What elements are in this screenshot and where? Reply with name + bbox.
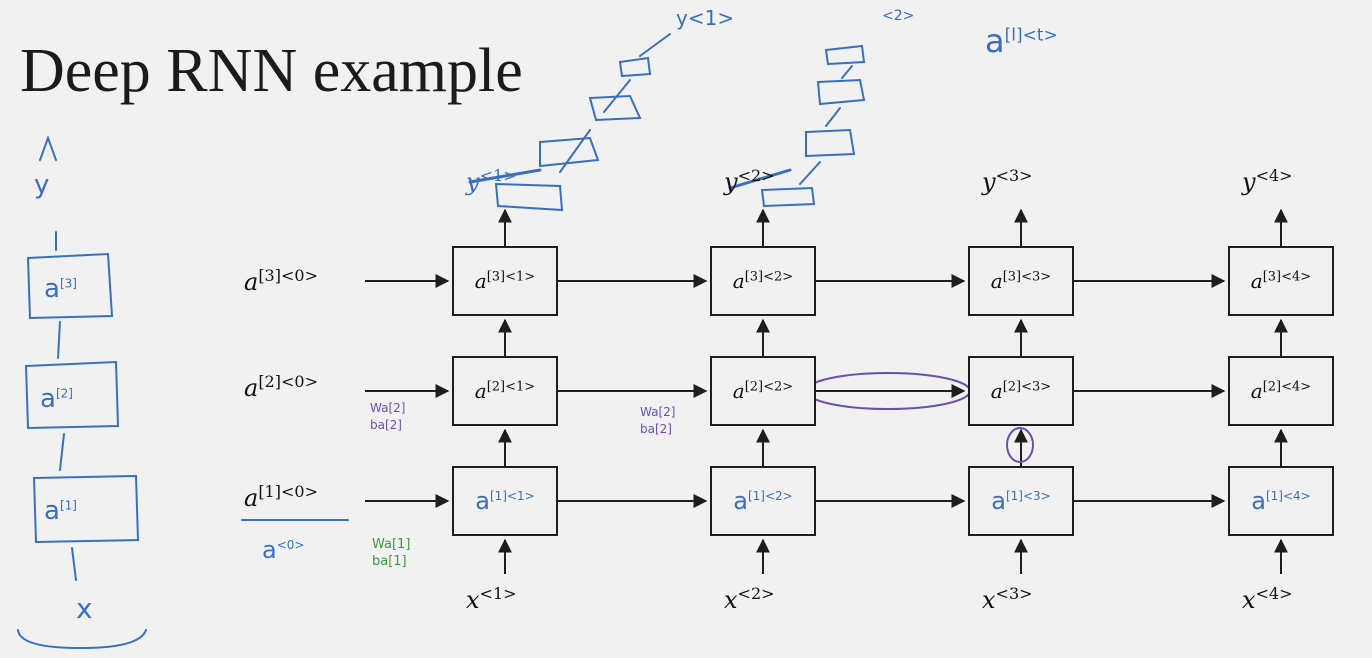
- rnn-cell-l2-t1: a[2]<1>: [452, 356, 558, 426]
- a0-annotation: a<0>: [262, 536, 305, 564]
- handwritten-arrows: [559, 33, 671, 173]
- rnn-cell-l2-t4: a[2]<4>: [1228, 356, 1334, 426]
- slide-title: Deep RNN example: [20, 37, 523, 105]
- output-y-t4: y<4>: [1242, 166, 1293, 196]
- notation-annotation: a[l]<t>: [985, 22, 1058, 60]
- cell-label: a[1]<1>: [475, 487, 535, 515]
- rnn-cell-l3-t3: a[3]<3>: [968, 246, 1074, 316]
- left-stack-a3: a[3]: [44, 274, 77, 304]
- rnn-cell-l1-t2: a[1]<2>: [710, 466, 816, 536]
- weights-l2-annotation-1: Wa[2] ba[2]: [370, 401, 406, 432]
- left-stack-x: x: [76, 592, 93, 625]
- left-stack-box: [26, 252, 114, 320]
- y1-handwritten: y<1>: [676, 6, 735, 30]
- left-stack-box: [24, 360, 120, 430]
- init-activation-layer1: a[1]<0>: [244, 482, 318, 512]
- rnn-cell-l3-t4: a[3]<4>: [1228, 246, 1334, 316]
- weights-l1-annotation: Wa[1] ba[1]: [372, 537, 411, 569]
- left-stack-arrows: [39, 135, 77, 581]
- strikeout: [468, 168, 542, 184]
- rnn-cell-l1-t4: a[1]<4>: [1228, 466, 1334, 536]
- init-activation-layer3: a[3]<0>: [244, 266, 318, 296]
- y2-handwritten: <2>: [882, 8, 915, 24]
- output-y-t2: y<2>: [724, 166, 775, 196]
- input-x-t3: x<3>: [982, 584, 1033, 614]
- left-stack-a2: a[2]: [40, 384, 73, 414]
- output-y-t3: y<3>: [982, 166, 1033, 196]
- cell-label: a[1]<2>: [733, 487, 793, 515]
- handwritten-box: [494, 182, 564, 212]
- handwritten-box: [805, 128, 856, 158]
- cell-label: a[3]<2>: [732, 269, 794, 293]
- cell-label: a[2]<3>: [990, 379, 1052, 403]
- handwritten-box: [618, 56, 652, 78]
- cell-label: a[2]<2>: [732, 379, 794, 403]
- rnn-cell-l1-t1: a[1]<1>: [452, 466, 558, 536]
- cell-label: a[3]<4>: [1250, 269, 1312, 293]
- left-stack-a1: a[1]: [44, 496, 77, 526]
- left-stack-brace: [17, 629, 147, 650]
- strikeout: [728, 168, 792, 190]
- left-stack-box: [32, 474, 140, 544]
- cell-label: a[1]<4>: [1251, 487, 1311, 515]
- input-x-t4: x<4>: [1242, 584, 1293, 614]
- handwritten-arrows: [799, 65, 853, 185]
- input-x-t2: x<2>: [724, 584, 775, 614]
- input-x-t1: x<1>: [466, 584, 517, 614]
- cell-label: a[2]<1>: [474, 379, 536, 403]
- cell-label: a[3]<3>: [990, 269, 1052, 293]
- cell-label: a[2]<4>: [1250, 379, 1312, 403]
- cell-label: a[1]<3>: [991, 487, 1051, 515]
- rnn-cell-l3-t1: a[3]<1>: [452, 246, 558, 316]
- left-stack-y: y: [34, 170, 50, 200]
- weights-l2-annotation-2: Wa[2] ba[2]: [640, 405, 676, 436]
- rnn-cell-l2-t3: a[2]<3>: [968, 356, 1074, 426]
- handwritten-box: [539, 136, 600, 168]
- rnn-cell-l2-t2: a[2]<2>: [710, 356, 816, 426]
- rnn-cell-l3-t2: a[3]<2>: [710, 246, 816, 316]
- handwritten-box: [824, 44, 866, 66]
- rnn-cell-l1-t3: a[1]<3>: [968, 466, 1074, 536]
- output-y-t1: y<1>: [466, 166, 517, 196]
- cell-label: a[3]<1>: [474, 269, 536, 293]
- handwritten-box: [816, 78, 866, 106]
- highlight-small-circle: [1006, 427, 1034, 463]
- handwritten-box: [760, 186, 816, 208]
- init-activation-layer2: a[2]<0>: [244, 372, 318, 402]
